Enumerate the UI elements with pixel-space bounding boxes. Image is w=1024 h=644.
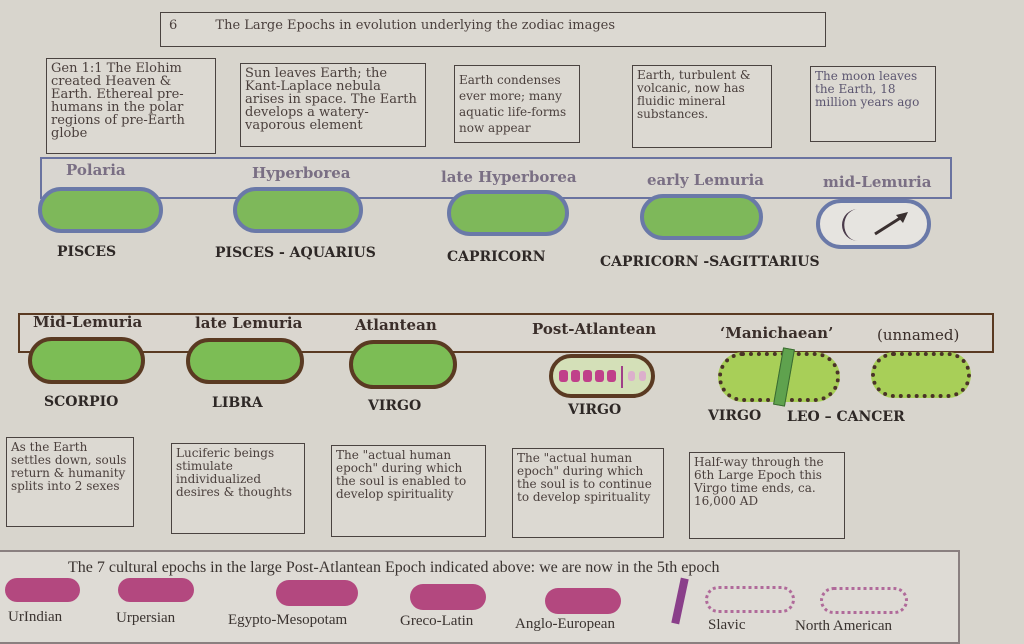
epoch-pill bbox=[640, 194, 763, 240]
cultural-pill bbox=[5, 578, 80, 602]
epoch-label: (unnamed) bbox=[877, 326, 960, 344]
epoch-label: mid-Lemuria bbox=[823, 173, 932, 191]
epoch-pill bbox=[349, 340, 457, 389]
cultural-epochs-mini-icon bbox=[559, 366, 646, 390]
zodiac-label: LIBRA bbox=[212, 395, 263, 411]
cultural-label: Greco-Latin bbox=[400, 613, 474, 629]
cultural-pill bbox=[545, 588, 621, 614]
cultural-label: Egypto-Mesopotam bbox=[228, 612, 348, 628]
zodiac-label: CAPRICORN -SAGITTARIUS bbox=[600, 254, 820, 270]
zodiac-label: CAPRICORN bbox=[447, 249, 546, 265]
epoch-band-bottom bbox=[18, 313, 994, 353]
cultural-label: Anglo-European bbox=[515, 616, 615, 632]
zodiac-label: PISCES bbox=[57, 244, 117, 260]
epoch-label: late Hyperborea bbox=[441, 168, 577, 186]
figure-number: 6 bbox=[169, 18, 178, 33]
epoch-label: Mid-Lemuria bbox=[33, 313, 143, 331]
note-manichaean: Half-way through the 6th Large Epoch thi… bbox=[689, 452, 845, 539]
unnamed-pill bbox=[871, 352, 971, 398]
note-post-atlantean: The "actual human epoch" during which th… bbox=[512, 448, 664, 538]
epoch-label: Atlantean bbox=[355, 316, 437, 334]
moon-pill bbox=[816, 199, 931, 249]
cultural-pill bbox=[276, 580, 358, 606]
epoch-label: late Lemuria bbox=[195, 314, 303, 332]
zodiac-label: VIRGO bbox=[708, 408, 762, 424]
zodiac-label: VIRGO bbox=[368, 398, 422, 414]
epoch-label: Post-Atlantean bbox=[532, 320, 657, 338]
cultural-label: North American bbox=[795, 618, 893, 634]
epoch-pill bbox=[233, 187, 363, 233]
zodiac-label: LEO – CANCER bbox=[787, 409, 905, 425]
epoch-pill bbox=[186, 338, 304, 384]
zodiac-label: PISCES - AQUARIUS bbox=[215, 245, 376, 261]
note-mid-lemuria-2: As the Earth settles down, souls return … bbox=[6, 437, 134, 527]
epoch-label: early Lemuria bbox=[647, 171, 764, 189]
cultural-pill bbox=[118, 578, 194, 602]
future-cultural-pill bbox=[705, 586, 795, 613]
note-atlantean: The "actual human epoch" during which th… bbox=[331, 445, 486, 537]
future-cultural-pill bbox=[820, 587, 908, 614]
epoch-label: ‘Manichaean’ bbox=[720, 324, 834, 342]
note-early-lemuria: Earth, turbulent & volcanic, now has flu… bbox=[632, 65, 772, 148]
zodiac-label: VIRGO bbox=[568, 402, 622, 418]
epoch-pill bbox=[447, 190, 569, 236]
epoch-label: Hyperborea bbox=[252, 164, 351, 182]
zodiac-label: SCORPIO bbox=[44, 394, 119, 410]
note-hyperborea: Sun leaves Earth; the Kant-Laplace nebul… bbox=[240, 63, 426, 147]
epoch-pill bbox=[28, 337, 145, 384]
epoch-label: Polaria bbox=[66, 161, 126, 179]
note-mid-lemuria: The moon leaves the Earth, 18 million ye… bbox=[810, 66, 936, 142]
title-box: 6 The Large Epochs in evolution underlyi… bbox=[160, 12, 826, 47]
cultural-label: Slavic bbox=[708, 617, 746, 633]
cultural-label: UrIndian bbox=[8, 609, 63, 625]
epoch-pill bbox=[38, 187, 163, 233]
moon-arrow-icon bbox=[842, 209, 908, 241]
note-late-lemuria: Luciferic beings stimulate individualize… bbox=[171, 443, 305, 534]
note-polaria: Gen 1:1 The Elohim created Heaven & Eart… bbox=[46, 58, 216, 154]
cultural-pill bbox=[410, 584, 486, 610]
figure-title: The Large Epochs in evolution underlying… bbox=[215, 18, 616, 33]
cultural-heading: The 7 cultural epochs in the large Post-… bbox=[68, 559, 720, 576]
cultural-label: Urpersian bbox=[116, 610, 176, 626]
post-atlantean-pill bbox=[549, 354, 655, 398]
note-late-hyperborea: Earth condenses ever more; many aquatic … bbox=[454, 65, 580, 143]
